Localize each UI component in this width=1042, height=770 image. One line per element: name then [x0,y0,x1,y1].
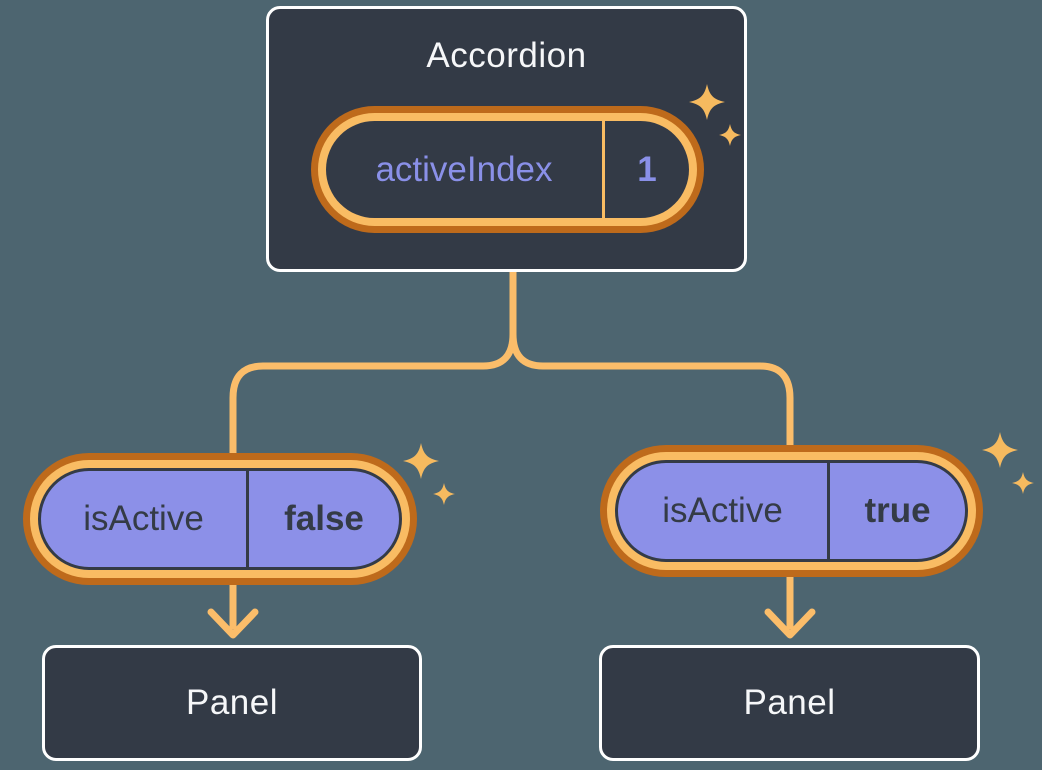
pill-divider [602,121,605,218]
state-value: 1 [637,149,657,189]
panel-title: Panel [743,683,836,722]
prop-label: isActive [83,499,204,538]
state-label: activeIndex [375,149,553,189]
arrow-down-icon [764,568,816,639]
fork-line-right [509,268,794,466]
panel-right: Panel [599,645,980,761]
panel-left: Panel [42,645,422,761]
pill-divider [827,463,830,559]
sparkle-icon [982,432,1034,494]
prop-pill-body: isActive true [615,460,968,562]
arrow-down-icon [207,576,259,639]
sparkle-icon [403,443,455,505]
sparkle-icon [689,84,741,146]
prop-pill-body: isActive false [38,468,402,570]
prop-pill-ring: isActive false [30,460,410,578]
prop-label: isActive [662,491,783,530]
pill-divider [246,471,249,567]
fork-line-left [229,268,517,474]
panel-title: Panel [185,683,279,722]
prop-pill-ring: isActive true [607,452,976,570]
accordion-card: Accordion activeIndex 1 [266,6,747,272]
state-pill: activeIndex 1 [311,106,704,233]
state-pill-ring: activeIndex 1 [318,113,697,226]
prop-value: true [864,491,931,530]
prop-pill-right: isActive true [600,445,983,577]
prop-value: false [284,499,364,538]
accordion-title: Accordion [426,36,587,75]
prop-pill-left: isActive false [23,453,417,585]
state-pill-body: activeIndex 1 [326,121,689,218]
